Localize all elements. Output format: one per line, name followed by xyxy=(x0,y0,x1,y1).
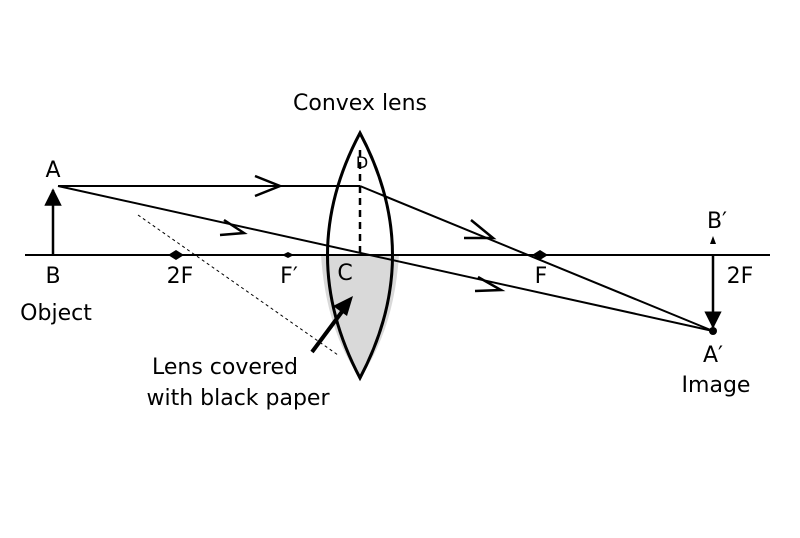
b-prime-tick xyxy=(710,236,716,244)
f-prime-marker xyxy=(282,252,294,258)
label-image: Image xyxy=(682,373,751,398)
ray-center-arrowhead-2 xyxy=(474,275,506,293)
label-a: A xyxy=(45,158,60,183)
label-b-prime: B′ xyxy=(707,209,727,234)
label-b: B xyxy=(45,264,60,289)
label-d: D xyxy=(356,153,368,172)
ray-center-arrowhead-1 xyxy=(219,218,248,237)
convex-lens xyxy=(326,129,394,382)
label-covered-line1: Lens covered xyxy=(152,355,298,380)
label-2f-right: 2F xyxy=(727,264,754,289)
f-marker xyxy=(532,250,548,260)
dotted-guide-line xyxy=(137,214,339,356)
label-object: Object xyxy=(20,301,92,326)
ray-through-center xyxy=(57,185,714,332)
two-f-left-marker xyxy=(168,250,184,260)
covered-pointer-arrowhead xyxy=(333,296,353,316)
label-2f-left: 2F xyxy=(167,264,194,289)
label-a-prime: A′ xyxy=(703,343,723,368)
label-f: F xyxy=(535,264,548,289)
label-f-prime: F′ xyxy=(280,264,298,289)
ray-refracted-through-f xyxy=(359,185,714,332)
covered-pointer-arrow xyxy=(310,307,346,354)
lens-title: Convex lens xyxy=(293,91,427,116)
covered-lens-shading xyxy=(321,255,399,378)
ray-refracted-arrowhead xyxy=(464,219,497,240)
label-covered-line2: with black paper xyxy=(146,386,330,411)
ray-parallel-arrowhead xyxy=(254,174,284,198)
label-c: C xyxy=(337,261,352,286)
